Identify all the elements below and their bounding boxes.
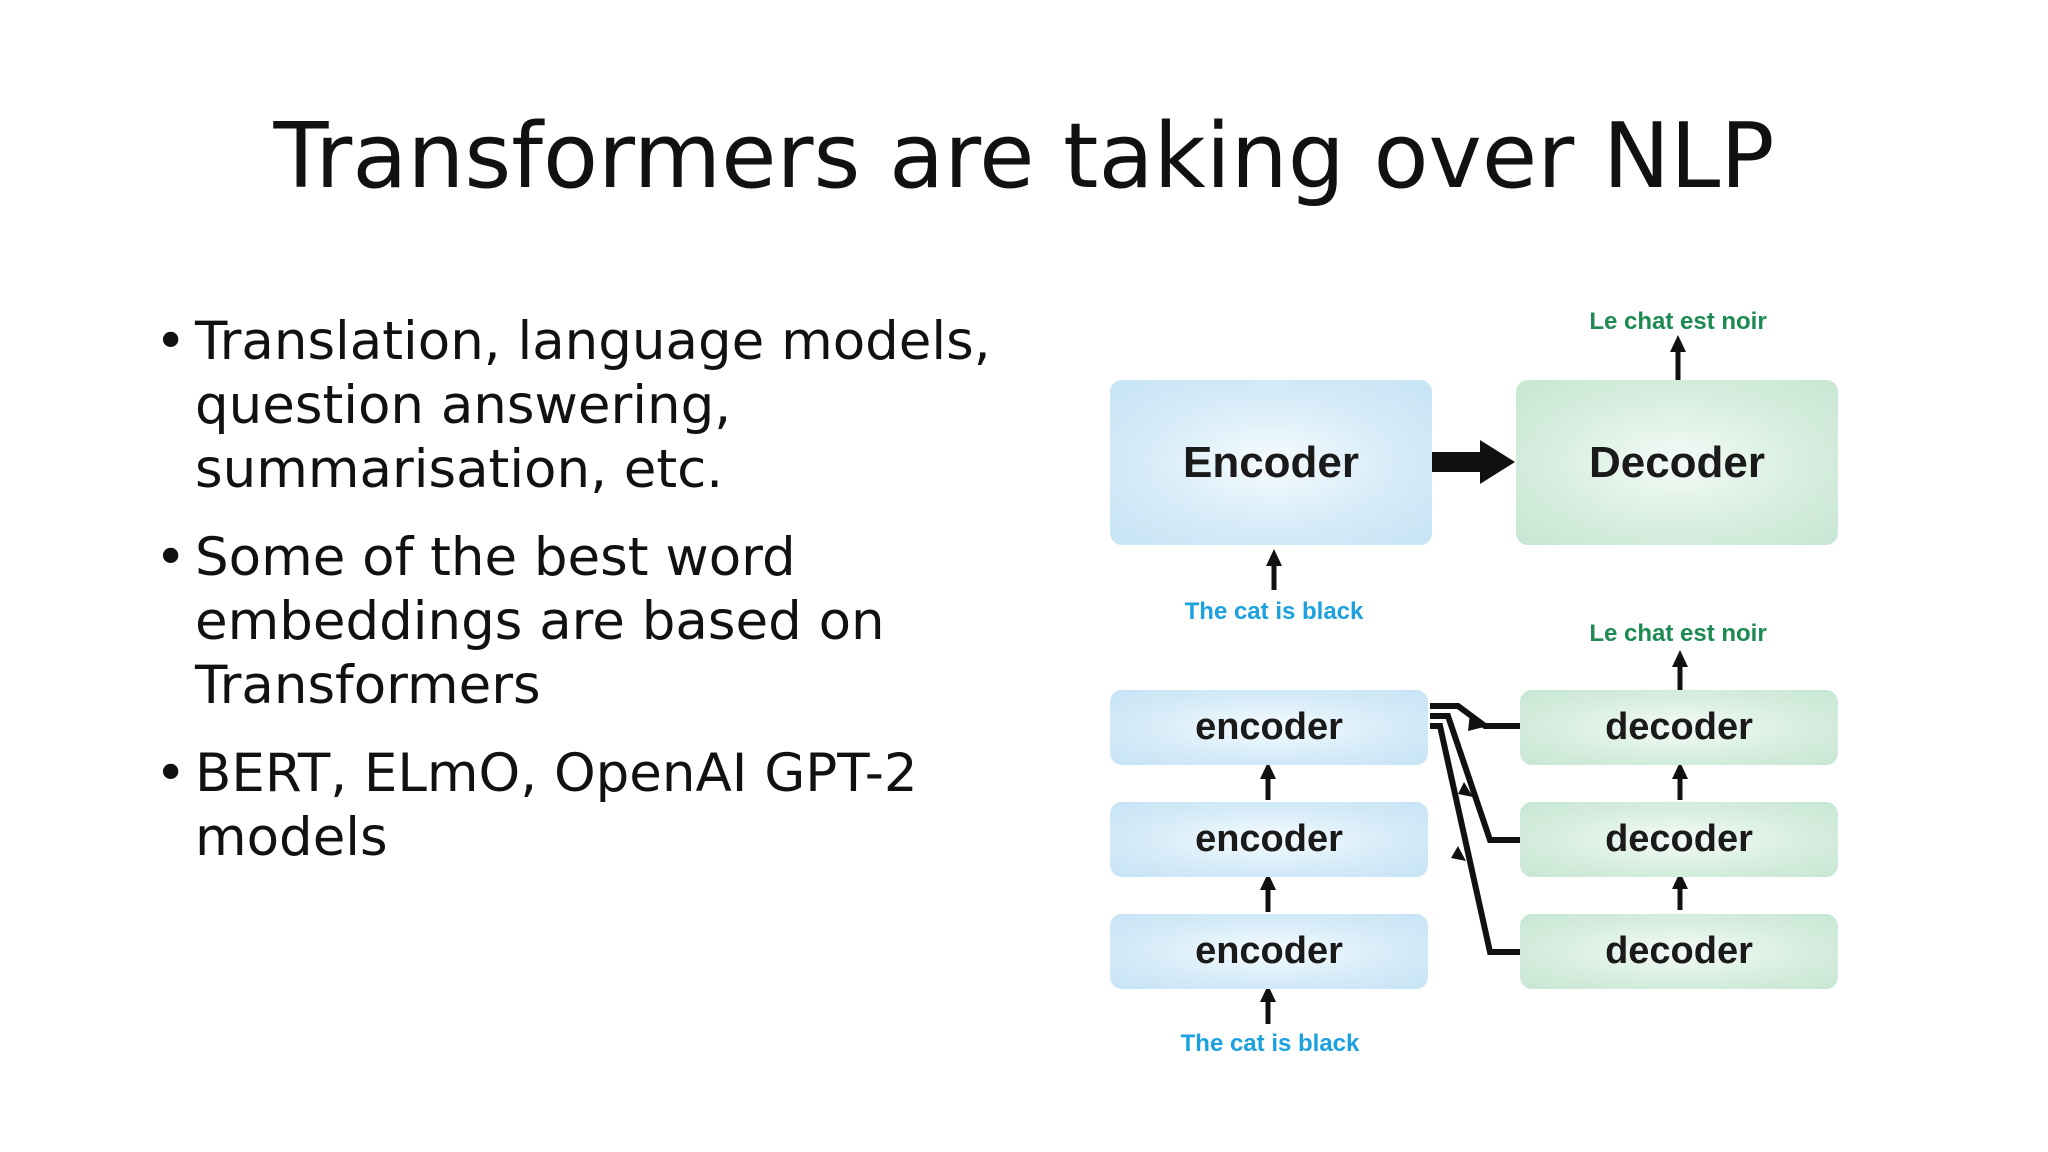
enc-to-dec-2 (1430, 713, 1520, 843)
decoder-layer: decoder (1520, 914, 1838, 989)
encoder-layer: encoder (1110, 690, 1428, 765)
bullet-list: • Translation, language models, question… (155, 310, 1015, 894)
bullet-item: • Translation, language models, question… (155, 310, 1015, 502)
slide-title: Transformers are taking over NLP (273, 104, 1775, 209)
bullet-text: Translation, language models, question a… (195, 311, 991, 500)
encoder-decoder-diagram: Encoder Decoder Le chat est noir The cat… (1080, 280, 1880, 1080)
bullet-text: BERT, ELmO, OpenAI GPT-2 models (195, 743, 918, 868)
encoder-layer: encoder (1110, 802, 1428, 877)
top-input-text: The cat is black (1184, 598, 1364, 625)
bullet-item: • BERT, ELmO, OpenAI GPT-2 models (155, 742, 1015, 870)
bullet-dot: • (155, 743, 187, 804)
encoder-layer: encoder (1110, 914, 1428, 989)
top-output-text: Le chat est noir (1589, 308, 1767, 335)
decoder-layer: decoder (1520, 802, 1838, 877)
bullet-item: • Some of the best word embeddings are b… (155, 526, 1015, 718)
decoder-block: Decoder (1516, 380, 1838, 545)
encoder-block: Encoder (1110, 380, 1432, 545)
enc-to-dec-3 (1430, 723, 1520, 955)
bullet-text: Some of the best word embeddings are bas… (195, 527, 885, 716)
stack-output-text: Le chat est noir (1589, 620, 1767, 647)
stack-input-text: The cat is black (1180, 1030, 1360, 1057)
diagram-connectors (1260, 335, 1688, 1024)
bullet-dot: • (155, 527, 187, 588)
encoder-to-decoder-arrow (1430, 440, 1515, 484)
bullet-dot: • (155, 311, 187, 372)
decoder-layer: decoder (1520, 690, 1838, 765)
